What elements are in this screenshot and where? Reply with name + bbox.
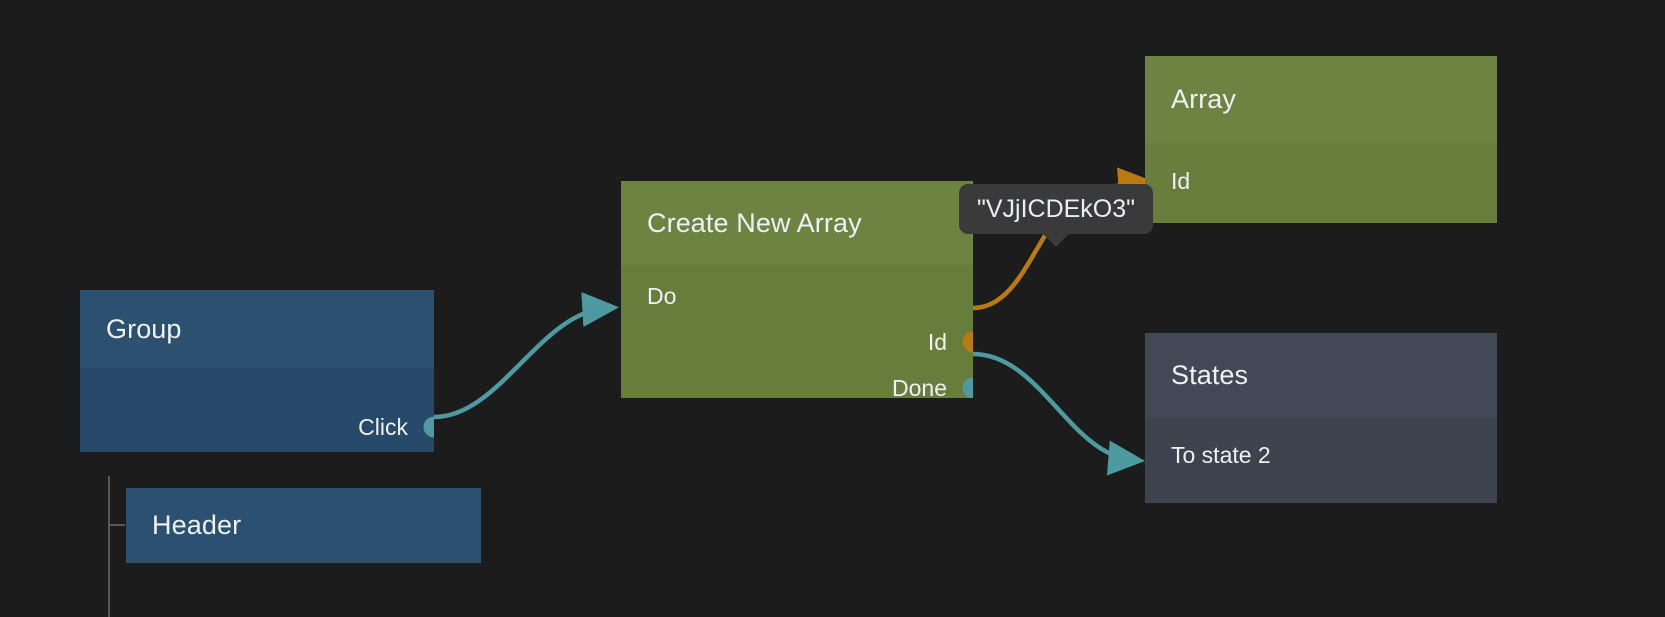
- node-create-new-array[interactable]: Create New Array Do Id Done: [621, 181, 973, 398]
- port-label-array-id: Id: [1171, 167, 1191, 194]
- node-states-body: To state 2: [1145, 418, 1497, 503]
- node-create-new-array-header: Create New Array: [621, 181, 973, 265]
- port-dot-id[interactable]: [962, 331, 973, 353]
- port-dot-click[interactable]: [423, 416, 434, 438]
- node-array-title: Array: [1171, 84, 1237, 114]
- node-create-new-array-title: Create New Array: [647, 207, 862, 238]
- wire-click-to-do: [433, 291, 620, 420]
- port-row-done[interactable]: Done: [621, 365, 973, 398]
- tree-guide-branch: [108, 524, 125, 526]
- port-label-click: Click: [358, 413, 408, 440]
- port-label-do: Do: [647, 282, 677, 309]
- port-label-done: Done: [892, 374, 947, 399]
- node-states[interactable]: States To state 2: [1145, 333, 1497, 503]
- port-label-to-state-2: To state 2: [1171, 441, 1271, 468]
- port-row-id[interactable]: Id: [621, 319, 973, 365]
- tooltip-arrow-icon: [1042, 233, 1070, 247]
- node-header-element[interactable]: Header: [126, 488, 481, 563]
- node-group[interactable]: Group Click: [80, 290, 434, 452]
- node-header-element-title: Header: [152, 510, 242, 540]
- port-row-group-click[interactable]: Click: [80, 404, 434, 450]
- node-array-header: Array: [1145, 56, 1497, 143]
- port-label-id: Id: [927, 328, 947, 355]
- value-tooltip-text: "VJjICDEkO3": [976, 194, 1136, 223]
- port-row-to-state-2[interactable]: To state 2: [1145, 432, 1497, 478]
- node-states-header: States: [1145, 333, 1497, 418]
- tree-guide-vertical: [108, 476, 110, 617]
- node-create-new-array-body: Do Id Done: [621, 265, 973, 398]
- node-group-body: Click: [80, 368, 434, 452]
- node-header-element-header: Header: [126, 488, 481, 563]
- node-array[interactable]: Array Id: [1145, 56, 1497, 223]
- node-group-title: Group: [106, 313, 182, 344]
- port-dot-done[interactable]: [962, 377, 973, 398]
- port-row-array-id[interactable]: Id: [1145, 158, 1497, 204]
- node-array-body: Id: [1145, 143, 1497, 223]
- wire-done-to-state2: [972, 351, 1146, 476]
- node-states-title: States: [1171, 360, 1249, 390]
- node-group-header: Group: [80, 290, 434, 368]
- port-row-do[interactable]: Do: [621, 273, 973, 319]
- value-tooltip: "VJjICDEkO3": [959, 184, 1153, 247]
